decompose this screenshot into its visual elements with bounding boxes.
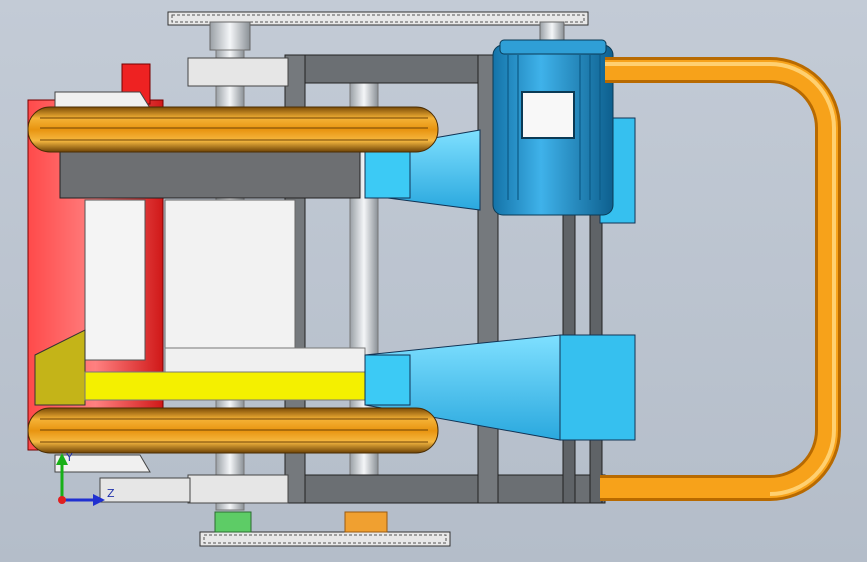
inner-plate[interactable]: [164, 199, 296, 356]
handle-frame[interactable]: [600, 57, 841, 501]
base-plate[interactable]: [99, 477, 191, 503]
z-axis-label: Z: [107, 487, 115, 500]
bearing-block-top[interactable]: [187, 57, 289, 87]
motor-nameplate: [521, 91, 575, 139]
y-axis-label: Y: [65, 451, 73, 464]
sprocket-orange[interactable]: [344, 511, 388, 533]
x-axis-dot: [58, 496, 66, 504]
sprocket-green[interactable]: [214, 511, 252, 533]
drive-chain-bottom[interactable]: [199, 531, 451, 547]
bending-roll-lower[interactable]: [27, 407, 439, 454]
electric-motor[interactable]: [492, 39, 614, 216]
inner-frame[interactable]: [59, 149, 361, 199]
drive-chain-top[interactable]: [167, 11, 589, 26]
yellow-shaft[interactable]: [84, 371, 366, 401]
bearing-block-bottom[interactable]: [187, 474, 289, 504]
upper-bearing-cap[interactable]: [209, 21, 251, 51]
coordinate-triad: Y Z: [56, 451, 115, 506]
bending-roll-upper[interactable]: [27, 106, 439, 153]
